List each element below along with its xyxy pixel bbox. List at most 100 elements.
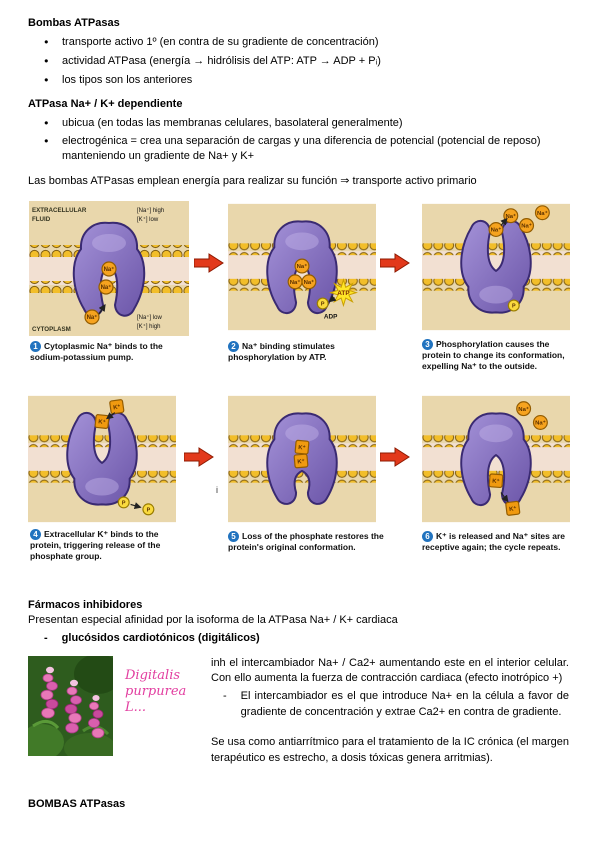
digitalis-paragraph-1: inh el intercambiador Na+ / Ca2+ aumenta… xyxy=(211,656,569,685)
binding-arrow-icon xyxy=(98,303,106,315)
svg-text:Na⁺: Na⁺ xyxy=(101,284,112,291)
svg-text:P: P xyxy=(321,301,325,307)
release-arrow-icon xyxy=(130,502,142,509)
protein-sheen xyxy=(479,424,513,443)
svg-text:K⁺: K⁺ xyxy=(298,444,306,452)
svg-text:P: P xyxy=(147,507,151,513)
sodium-ion: Na⁺ xyxy=(287,274,303,290)
list-item: ●transporte activo 1º (en contra de su g… xyxy=(44,36,379,48)
protein-sheen xyxy=(92,233,126,252)
caption-text: K⁺ is released and Na⁺ sites are recepti… xyxy=(422,530,565,552)
bullet-list-nak: ●ubicua (en todas las membranas celulare… xyxy=(28,116,572,165)
protein-sheen xyxy=(285,232,319,251)
sodium-ion: Na⁺ xyxy=(488,221,504,237)
bullet-icon: ● xyxy=(44,136,49,146)
heading-farmacos: Fármacos inhibidores xyxy=(28,598,143,611)
expel-arrow-icon xyxy=(500,217,508,226)
dash-item-intercambiador: - El intercambiador es el que introduce … xyxy=(223,689,569,720)
membrane-lipid-row xyxy=(422,243,570,256)
potassium-ion: K⁺ xyxy=(94,413,110,429)
svg-text:Na⁺: Na⁺ xyxy=(304,279,315,286)
step-number-badge: 3 xyxy=(422,338,433,350)
sodium-ion: Na⁺ xyxy=(532,414,548,430)
sodium-potassium-pump-figure: Na⁺ Na⁺ Na⁺ EXTRACELLULAR FLUID [Na⁺] hi… xyxy=(28,200,574,593)
right-arrow-icon xyxy=(194,252,224,273)
step-number-badge: 4 xyxy=(30,528,41,540)
sodium-ion: Na⁺ xyxy=(98,279,114,295)
farmacos-intro: Presentan especial afinidad por la isofo… xyxy=(28,613,398,626)
list-item: ●ubicua (en todas las membranas celulare… xyxy=(44,116,403,129)
flower-caption: Digitalis purpurea L... xyxy=(125,667,187,716)
protein-sheen xyxy=(85,477,119,496)
right-arrow-icon xyxy=(380,446,410,467)
potassium-ion: K⁺ xyxy=(488,473,504,488)
right-arrow-icon xyxy=(380,252,410,273)
potassium-ion: K⁺ xyxy=(294,439,310,455)
svg-text:Na⁺: Na⁺ xyxy=(521,223,532,230)
svg-text:P: P xyxy=(122,500,126,506)
stray-mark: i xyxy=(216,484,218,495)
bullet-icon: ● xyxy=(44,55,49,65)
svg-text:K⁺: K⁺ xyxy=(492,478,500,485)
sodium-ion: Na⁺ xyxy=(84,309,100,325)
step-number-badge: 2 xyxy=(228,340,239,352)
diagram-panel-5: K⁺ K⁺ xyxy=(228,395,376,523)
release-arrow-icon xyxy=(500,492,509,503)
potassium-ion: K⁺ xyxy=(505,500,521,516)
right-arrow-icon xyxy=(184,446,214,467)
diagram-panel-6: Na⁺ Na⁺ K⁺ K⁺ xyxy=(422,395,570,523)
label-k-high: [K⁺] high xyxy=(137,323,161,330)
digitalis-photo xyxy=(28,655,113,756)
caption-text: Loss of the phosphate restores the prote… xyxy=(228,530,384,552)
heading-bombas-footer: BOMBAS ATPasas xyxy=(28,798,126,811)
pump-protein xyxy=(460,219,532,314)
phosphate-ion: P xyxy=(316,297,329,310)
flower-spike xyxy=(64,679,82,734)
flower-spike xyxy=(88,694,105,738)
svg-text:K⁺: K⁺ xyxy=(98,418,106,426)
pump-protein xyxy=(460,412,532,506)
caption-text: Cytoplasmic Na⁺ binds to the sodium-pota… xyxy=(30,340,163,362)
sodium-ion: Na⁺ xyxy=(294,258,310,274)
label-cytoplasm: CYTOPLASM xyxy=(32,326,71,333)
dash-marker: - xyxy=(223,689,227,702)
phosphate-ion: P xyxy=(142,503,155,516)
diagram-panel-1: Na⁺ Na⁺ Na⁺ EXTRACELLULAR FLUID [Na⁺] hi… xyxy=(29,200,189,336)
pump-protein xyxy=(66,411,138,506)
svg-text:Na⁺: Na⁺ xyxy=(535,420,546,427)
label-na-high: [Na⁺] high xyxy=(137,207,164,214)
diagram-panel-2: Na⁺ Na⁺ Na⁺ ATP P ADP xyxy=(228,203,376,331)
digitalis-text-column: inh el intercambiador Na+ / Ca2+ aumenta… xyxy=(211,656,569,767)
bullet-icon: ● xyxy=(44,37,49,46)
bullet-icon: ● xyxy=(44,117,49,127)
membrane-lipid-row xyxy=(228,470,376,483)
label-extracellular: EXTRACELLULAR xyxy=(32,207,87,214)
sodium-ion: Na⁺ xyxy=(519,217,535,233)
svg-text:K⁺: K⁺ xyxy=(297,458,305,466)
sodium-ion: Na⁺ xyxy=(516,401,532,417)
bullet-list-bombas: ●transporte activo 1º (en contra de su g… xyxy=(28,35,572,88)
svg-text:P: P xyxy=(512,303,516,309)
list-item: ●actividad ATPasa (energía → hidrólisis … xyxy=(44,54,381,67)
svg-text:K⁺: K⁺ xyxy=(509,505,517,513)
svg-text:Na⁺: Na⁺ xyxy=(518,406,529,413)
svg-text:Na⁺: Na⁺ xyxy=(297,263,308,270)
list-item: ●electrogénica = crea una separación de … xyxy=(44,135,541,163)
step-number-badge: 5 xyxy=(228,530,239,542)
svg-text:Na⁺: Na⁺ xyxy=(491,227,502,234)
label-fluid: FLUID xyxy=(32,216,51,223)
svg-text:K⁺: K⁺ xyxy=(113,403,121,411)
heading-atpasa-nak: ATPasa Na+ / K+ dependiente xyxy=(28,97,183,110)
diagram-panel-4: K⁺ K⁺ P P xyxy=(28,395,176,523)
phosphate-ion: P xyxy=(117,496,130,509)
document-page: Bombas ATPasas ●transporte activo 1º (en… xyxy=(28,17,574,811)
protein-sheen xyxy=(285,424,319,443)
diagram-panel-3: Na⁺ Na⁺ Na⁺ Na⁺ P xyxy=(422,203,570,331)
dash-marker: - xyxy=(44,631,48,644)
atp-star: ATP xyxy=(328,278,358,308)
